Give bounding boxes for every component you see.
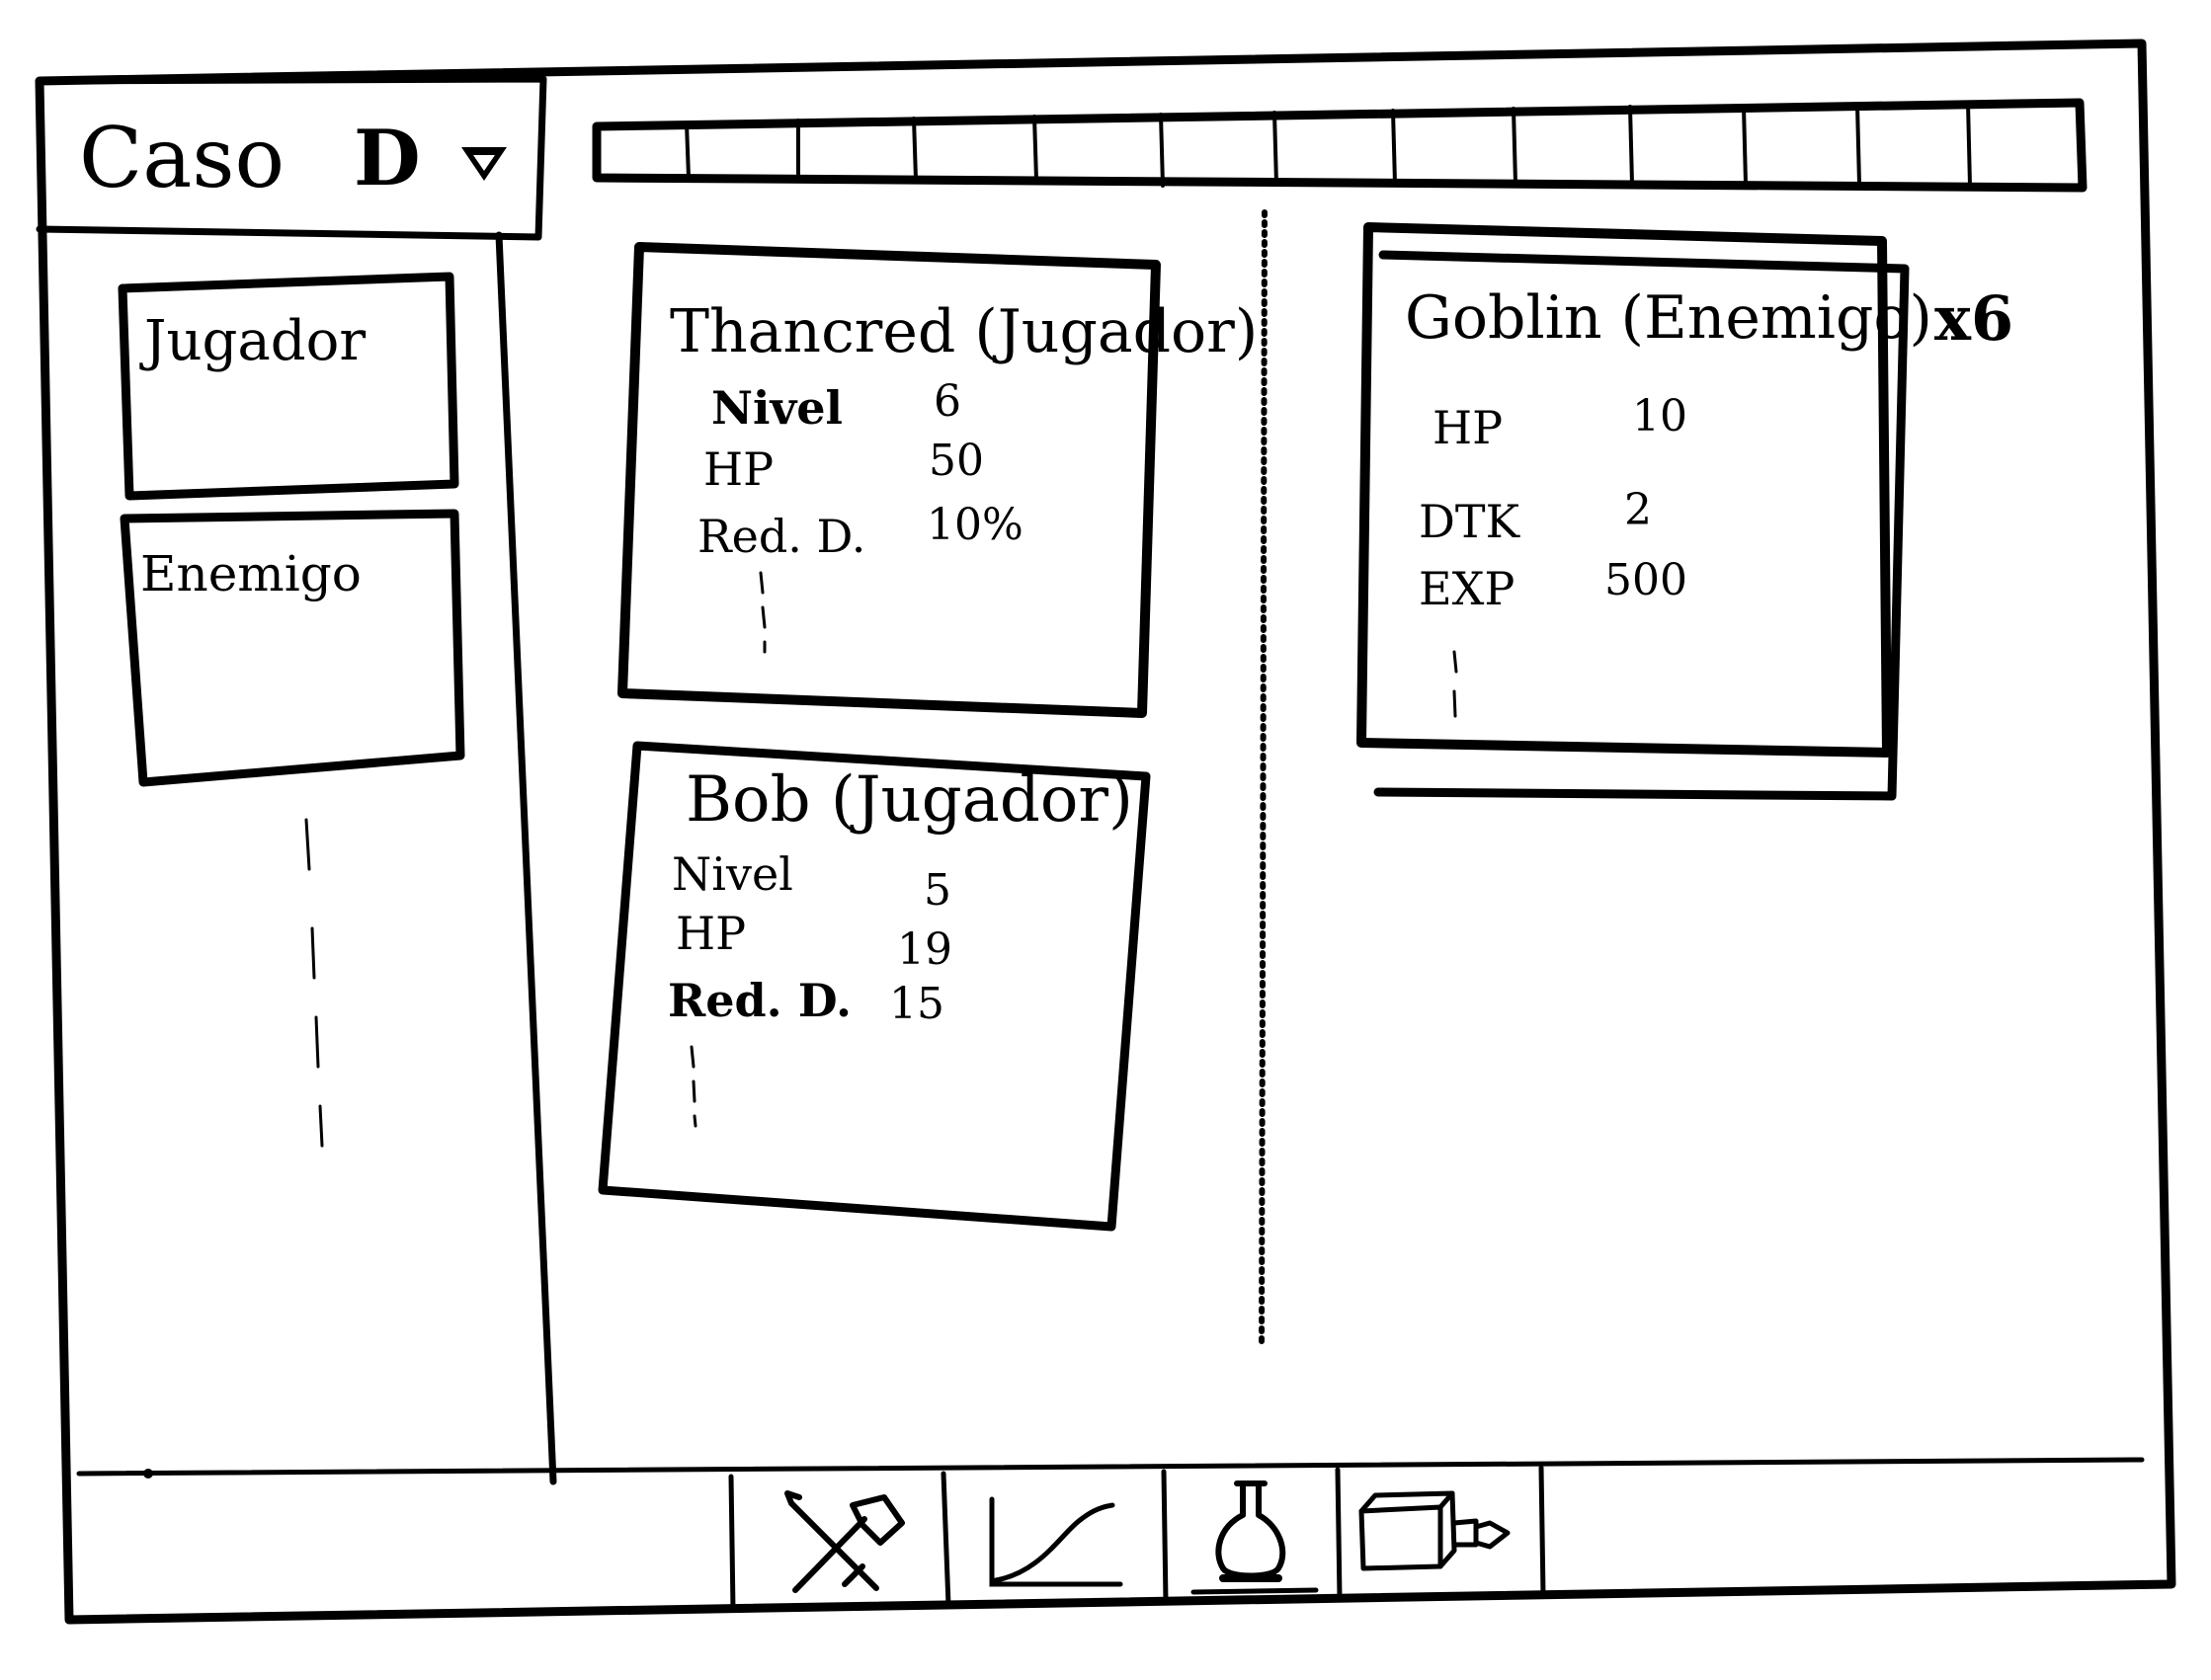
case-title: Caso [79, 110, 286, 206]
chevron-down-icon [461, 147, 507, 181]
stat-label: HP [676, 907, 747, 960]
stat-label: DTK [1419, 495, 1519, 548]
stat-value: 10 [1632, 391, 1687, 441]
stat-label: Nivel [672, 847, 793, 901]
stat-label: Red. D. [697, 510, 866, 563]
dm-role-icon: D [354, 114, 421, 203]
stat-value: 500 [1604, 555, 1687, 605]
enemy-name: Goblin (Enemigo) [1405, 283, 1932, 353]
player-name: Bob (Jugador) [686, 763, 1133, 837]
stat-value: 2 [1624, 485, 1652, 535]
timeline-strip[interactable] [599, 107, 2081, 184]
tab-items[interactable] [1168, 1476, 1336, 1599]
swords-icon [784, 1490, 905, 1593]
stat-label: HP [703, 442, 775, 496]
stat-value: 10% [927, 500, 1024, 550]
stat-value: 5 [924, 865, 951, 916]
case-dropdown-button[interactable] [450, 133, 519, 193]
stat-value: 6 [934, 376, 961, 427]
tab-combat[interactable] [736, 1480, 942, 1603]
player-name: Thancred (Jugador) [670, 297, 1259, 366]
stat-value: 15 [889, 979, 944, 1029]
sidebar-item-label: Jugador [144, 309, 367, 373]
crate-icon [1358, 1490, 1511, 1571]
stat-value: 50 [929, 436, 984, 486]
chart-icon [989, 1496, 1123, 1587]
sidebar-item-label: Enemigo [140, 545, 362, 602]
stat-value: 19 [897, 924, 952, 975]
stat-label: HP [1433, 401, 1504, 454]
stat-label: Nivel [711, 381, 843, 435]
enemy-count-badge: x6 [1934, 282, 2014, 355]
tab-progress[interactable] [950, 1478, 1162, 1601]
tab-inventory[interactable] [1342, 1472, 1539, 1595]
stat-label: Red. D. [668, 974, 852, 1027]
stat-label: EXP [1419, 562, 1515, 615]
flask-icon [1190, 1480, 1319, 1595]
